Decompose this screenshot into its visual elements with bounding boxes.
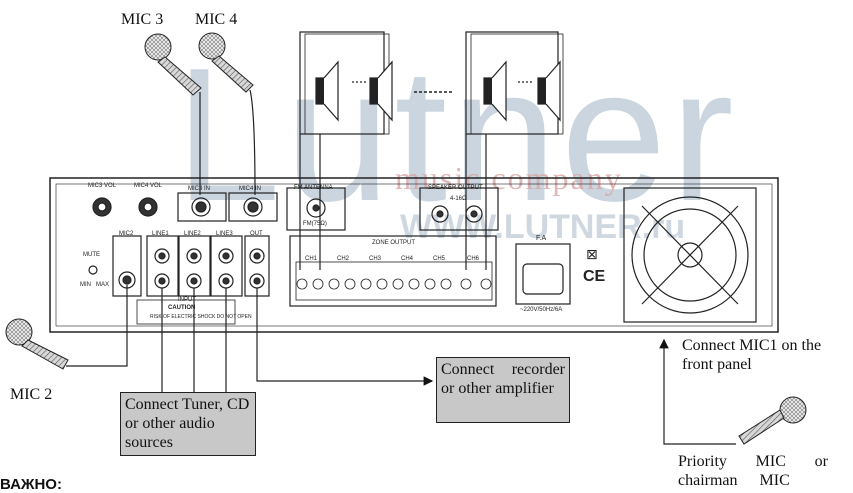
weee-bin-icon: ⊠ xyxy=(586,246,598,262)
tuner-callout-box: Connect Tuner, CD or other audio sources xyxy=(120,392,256,456)
input-label: INPUT xyxy=(178,297,196,303)
mic2-microphone xyxy=(5,285,128,370)
zone-output-label: ZONE OUTPUT xyxy=(372,240,415,246)
mic2-label: MIC 2 xyxy=(10,386,53,403)
mic3-microphone xyxy=(144,33,202,195)
priority-mic-note: Priority MIC or chairman MIC xyxy=(678,453,828,489)
fm-ohm-label: FM(75Ω) xyxy=(303,221,327,227)
mic1-microphone xyxy=(738,396,807,445)
ch1-label: CH1 xyxy=(305,256,318,262)
power-label: ~220V/50Hz/6A xyxy=(520,307,563,313)
speaker-group-left xyxy=(299,31,454,135)
amplifier-back-panel xyxy=(49,177,779,333)
mute-max-label: MAX xyxy=(96,282,110,288)
mic4-microphone xyxy=(198,32,256,196)
ch4-label: CH4 xyxy=(401,256,414,262)
mic4-label: MIC 4 xyxy=(195,11,238,28)
mic3-vol-label: MIC3 VOL xyxy=(88,183,117,189)
line3-label: LINE3 xyxy=(216,231,233,237)
ch5-label: CH5 xyxy=(433,256,446,262)
footer-heading: ВАЖНО: xyxy=(0,476,62,493)
speaker-group-right xyxy=(465,31,564,135)
out-label: OUT xyxy=(250,231,263,237)
fm-antenna-label: FM ANTENNA xyxy=(294,185,333,191)
mic4-in-label: MIC4 IN xyxy=(239,186,262,192)
ch2-label: CH2 xyxy=(337,256,350,262)
mic3-label: MIC 3 xyxy=(121,11,164,28)
line1-label: LINE1 xyxy=(152,231,169,237)
mic3-in-label: MIC3 IN xyxy=(188,186,211,192)
ch6-label: CH6 xyxy=(467,256,480,262)
ch3-label: CH3 xyxy=(369,256,382,262)
speaker-output-label: SPEAKER OUTPUT xyxy=(428,185,483,191)
watermark-logo: Lutner xyxy=(175,29,738,241)
speaker-ohm-label: 4-16Ω xyxy=(450,196,467,202)
caution-sub-label: RISK OF ELECTRIC SHOCK DO NOT OPEN xyxy=(150,314,252,320)
ce-mark: CE xyxy=(583,268,606,285)
mic4-vol-label: MIC4 VOL xyxy=(134,183,163,189)
mic2-jack-label: MIC2 xyxy=(119,231,134,237)
mic1-front-panel-note: Connect MIC1 on the front panel xyxy=(682,337,822,373)
caution-label: CAUTION xyxy=(168,305,196,311)
mute-label: MUTE xyxy=(83,252,100,258)
recorder-callout-box: Connect recorder or other amplifier xyxy=(436,357,570,423)
mute-min-label: MIN xyxy=(80,282,91,288)
line2-label: LINE2 xyxy=(184,231,201,237)
fuse-label: F.A xyxy=(536,235,547,242)
